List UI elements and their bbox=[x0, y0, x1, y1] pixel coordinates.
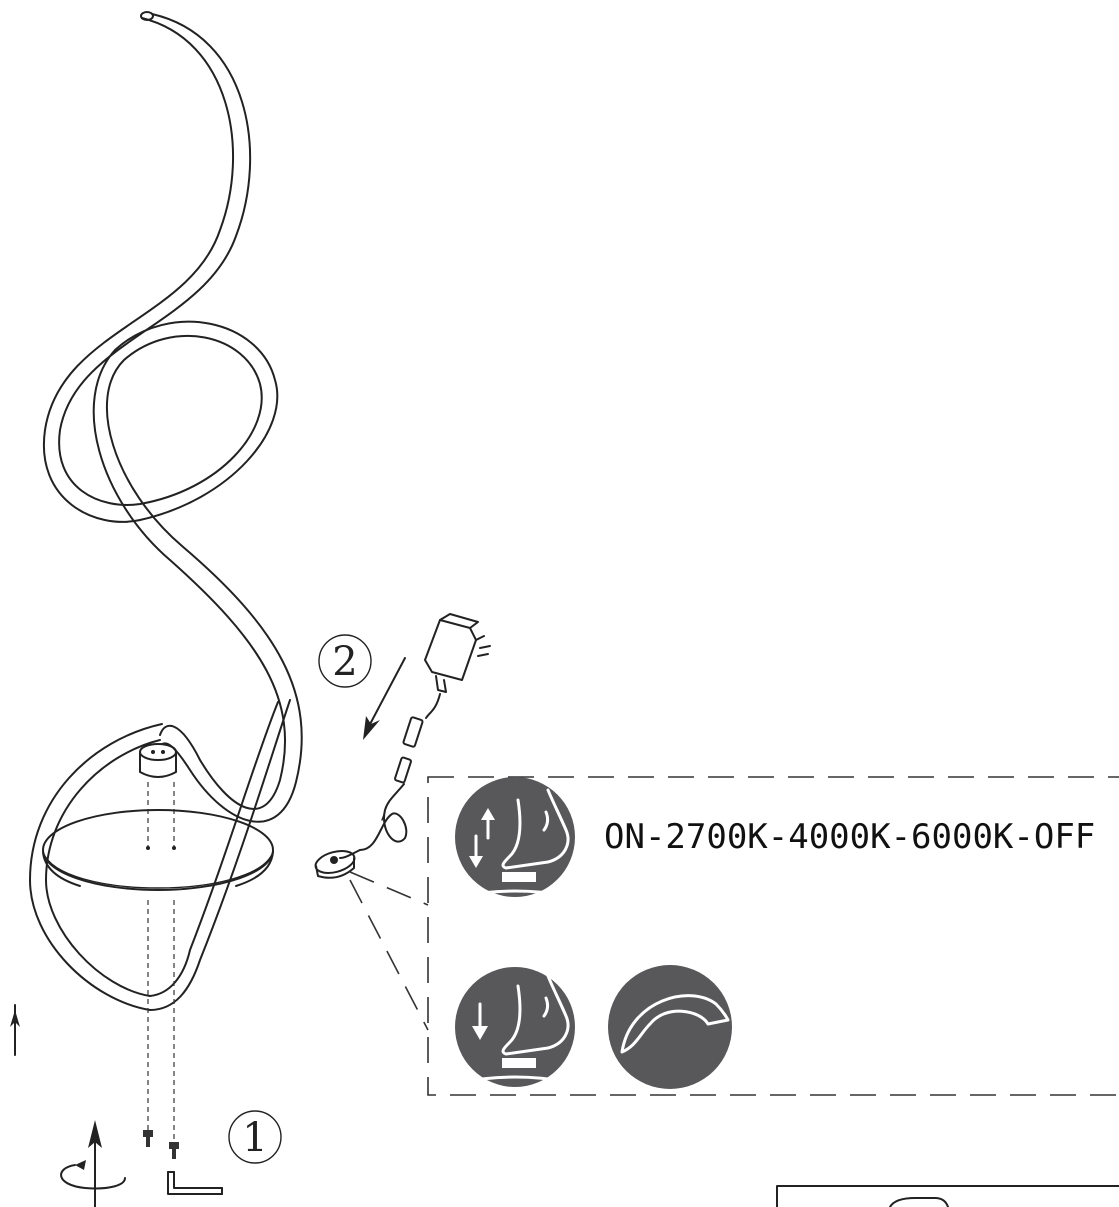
rotate-arrow-icon bbox=[60, 1120, 126, 1207]
base-hub bbox=[139, 743, 177, 778]
allen-key bbox=[167, 1171, 223, 1195]
step-1-number: 1 bbox=[242, 1115, 267, 1161]
up-arrow-icon bbox=[10, 1004, 20, 1056]
foot-switch bbox=[314, 850, 356, 879]
power-cable bbox=[339, 783, 408, 859]
bottom-frame-fragment bbox=[776, 1185, 1119, 1207]
foot-press-up-down-icon bbox=[455, 777, 575, 898]
power-adapter bbox=[424, 613, 491, 693]
foot-press-down-icon bbox=[455, 967, 575, 1087]
mode-cycle-text: ON-2700K-4000K-6000K-OFF bbox=[604, 817, 1095, 857]
screw-right bbox=[169, 1142, 179, 1159]
base-plate bbox=[42, 809, 274, 891]
screw-left bbox=[143, 1130, 153, 1147]
dimming-arc-icon bbox=[608, 965, 732, 1089]
switch-info-panel bbox=[427, 776, 1119, 1096]
step-2-number: 2 bbox=[332, 639, 357, 685]
dc-connector bbox=[394, 693, 441, 784]
step-1-marker: 1 bbox=[228, 1110, 282, 1164]
step-2-marker: 2 bbox=[318, 634, 372, 688]
spiral-lamp-tube bbox=[29, 11, 303, 1011]
down-left-arrow-icon bbox=[363, 657, 406, 740]
